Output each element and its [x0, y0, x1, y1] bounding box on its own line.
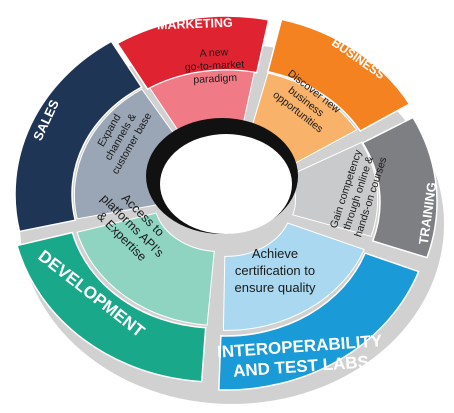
segment-sales-outer	[14, 40, 143, 233]
segment-development-outer	[16, 231, 207, 383]
outer-ring	[14, 15, 438, 391]
svg-text:Achieve: Achieve	[252, 246, 298, 261]
segment-business-outer	[266, 18, 411, 132]
svg-text:ensure quality: ensure quality	[235, 280, 316, 295]
segment-marketing-text: A new go-to-market paradigm	[184, 46, 244, 86]
segment-interop-text: Achieve certification to ensure quality	[235, 246, 316, 295]
inner-ring	[73, 69, 379, 331]
svg-text:paradigm: paradigm	[193, 72, 238, 86]
segment-training-outer	[361, 116, 438, 259]
svg-text:go-to-market: go-to-market	[184, 58, 244, 73]
svg-text:A new: A new	[199, 46, 229, 60]
segment-development-inner	[76, 212, 215, 326]
segment-marketing-label: MARKETING	[157, 16, 233, 33]
svg-text:certification to: certification to	[235, 263, 315, 278]
segment-interop-inner	[222, 222, 365, 331]
segment-interop-outer	[218, 252, 420, 391]
center-hub	[160, 134, 292, 234]
